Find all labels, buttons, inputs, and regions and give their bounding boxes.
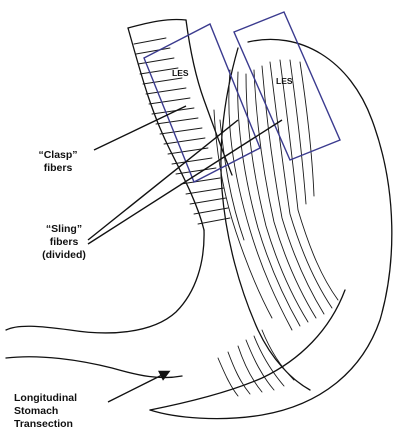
stomach-label-line3: Transection [14, 418, 73, 430]
stomach-bottom-edge [6, 357, 182, 378]
esophagus-right-wall [186, 20, 232, 175]
sling-pointer-line-1 [88, 120, 238, 240]
sling-label-line3: (divided) [42, 249, 86, 261]
clasp-label-line1: “Clasp” [38, 149, 77, 161]
lesser-curvature [6, 230, 204, 333]
stomach-label: Longitudinal Stomach Transection [14, 392, 77, 430]
les-box-left-label: LES [172, 68, 189, 78]
les-box-right-label: LES [276, 76, 293, 86]
sling-label-line1: “Sling” [46, 223, 82, 235]
sling-label: “Sling” fibers (divided) [42, 223, 86, 261]
stomach-pointer-arrow [108, 372, 168, 402]
clasp-label-line2: fibers [44, 162, 73, 174]
stomach-label-line2: Stomach [14, 405, 58, 417]
esophagus-left-wall [128, 19, 186, 28]
sling-fibers-hatching [214, 60, 338, 330]
sling-label-line2: fibers [50, 236, 79, 248]
stomach-outer-outline [150, 39, 392, 418]
stomach-label-line1: Longitudinal [14, 392, 77, 404]
longitudinal-fibers-hatching [218, 330, 294, 396]
clasp-label: “Clasp” fibers [38, 149, 77, 174]
